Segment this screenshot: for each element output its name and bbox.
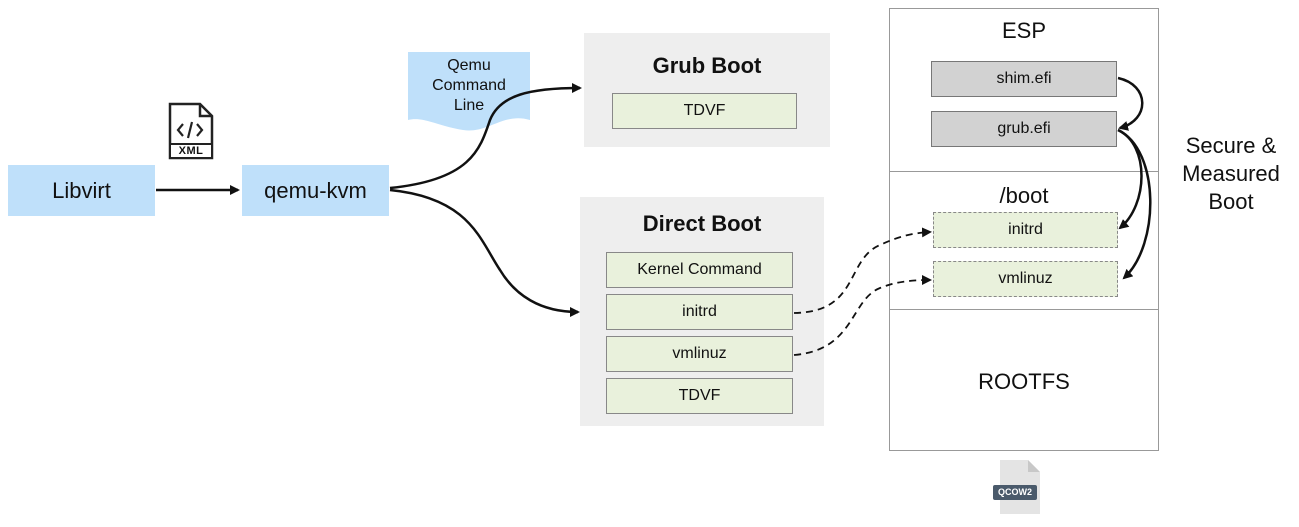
direct-vmlinuz-box: vmlinuz bbox=[606, 336, 793, 372]
libvirt-box: Libvirt bbox=[8, 165, 155, 216]
qcow2-label: QCOW2 bbox=[997, 487, 1032, 497]
esp-section: ESP shim.efi grub.efi bbox=[889, 8, 1159, 171]
secure-line2: Measured bbox=[1182, 161, 1280, 186]
boot-vmlinuz-label: vmlinuz bbox=[998, 270, 1053, 287]
grub-efi-label: grub.efi bbox=[997, 120, 1051, 137]
kernel-command-label: Kernel Command bbox=[637, 261, 762, 278]
qemu-cmd-line3: Line bbox=[453, 97, 485, 114]
boot-initrd-box: initrd bbox=[933, 212, 1118, 248]
direct-tdvf-label: TDVF bbox=[678, 387, 721, 404]
direct-boot-panel: Direct Boot Kernel Command initrd vmlinu… bbox=[580, 197, 824, 426]
qemu-cmd-line1: Qemu bbox=[447, 57, 491, 74]
direct-boot-title: Direct Boot bbox=[642, 211, 762, 236]
arrow-qemu-direct bbox=[389, 188, 580, 317]
esp-title: ESP bbox=[1001, 18, 1047, 43]
libvirt-label: Libvirt bbox=[52, 177, 111, 203]
direct-initrd-label: initrd bbox=[682, 303, 717, 320]
boot-divider bbox=[889, 309, 1159, 310]
shim-efi-label: shim.efi bbox=[996, 70, 1052, 87]
qemu-kvm-label: qemu-kvm bbox=[264, 177, 367, 203]
boot-initrd-label: initrd bbox=[1008, 221, 1043, 238]
grub-tdvf-label: TDVF bbox=[683, 102, 726, 119]
qemu-command-line-note: Qemu Command Line bbox=[408, 52, 530, 134]
disk-image bbox=[889, 8, 1159, 451]
boot-vmlinuz-box: vmlinuz bbox=[933, 261, 1118, 297]
qemu-cmd-line2: Command bbox=[432, 77, 506, 94]
rootfs-title: ROOTFS bbox=[978, 369, 1070, 394]
secure-measured-boot-label: Secure & Measured Boot bbox=[1168, 132, 1294, 216]
grub-tdvf-box: TDVF bbox=[612, 93, 797, 129]
direct-vmlinuz-label: vmlinuz bbox=[672, 345, 727, 362]
qcow2-file-icon: QCOW2 bbox=[990, 458, 1046, 516]
boot-title: /boot bbox=[999, 183, 1049, 208]
boot-section: /boot initrd vmlinuz bbox=[889, 171, 1159, 309]
direct-initrd-box: initrd bbox=[606, 294, 793, 330]
grub-boot-panel: Grub Boot TDVF bbox=[584, 33, 830, 147]
grub-efi-box: grub.efi bbox=[931, 111, 1117, 147]
secure-line3: Boot bbox=[1208, 189, 1254, 214]
qemu-kvm-box: qemu-kvm bbox=[242, 165, 389, 216]
shim-efi-box: shim.efi bbox=[931, 61, 1117, 97]
direct-tdvf-box: TDVF bbox=[606, 378, 793, 414]
grub-boot-title: Grub Boot bbox=[652, 53, 762, 78]
xml-label: XML bbox=[178, 145, 204, 157]
kernel-command-box: Kernel Command bbox=[606, 252, 793, 288]
esp-divider bbox=[889, 171, 1159, 172]
xml-file-icon: XML bbox=[168, 102, 214, 160]
rootfs-section: ROOTFS bbox=[889, 309, 1159, 451]
secure-line1: Secure & bbox=[1185, 133, 1277, 158]
